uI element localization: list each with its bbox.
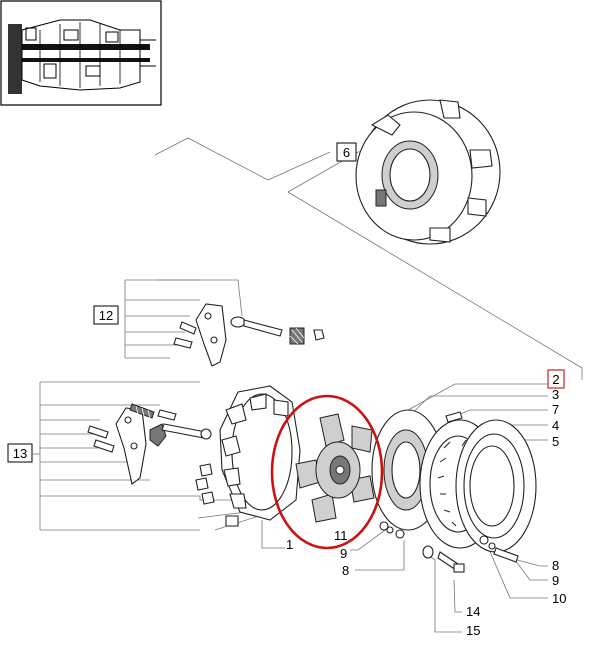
callout-14-text[interactable]: 14 (466, 604, 480, 619)
callout-5-text[interactable]: 5 (552, 434, 559, 449)
callout-8b-text[interactable]: 8 (552, 558, 559, 573)
small-hardware (379, 411, 519, 573)
callout-9a-text[interactable]: 9 (340, 546, 347, 561)
callout-3-text[interactable]: 3 (552, 387, 559, 402)
callout-12[interactable]: 12 (93, 305, 119, 325)
callout-10-text[interactable]: 10 (552, 591, 566, 606)
callout-8a-text[interactable]: 8 (342, 563, 349, 578)
callout-13-text: 13 (13, 446, 27, 461)
callout-2-text: 2 (552, 372, 559, 387)
callout-6[interactable]: 6 (336, 142, 357, 162)
highlight-ellipse (270, 394, 384, 550)
part-11-hub-disc (295, 413, 375, 523)
part-1-clutch-cover (195, 385, 301, 527)
leader-lines (39, 137, 583, 633)
locator-thumbnail (0, 0, 162, 106)
callout-9b-text[interactable]: 9 (552, 573, 559, 588)
callout-6-text: 6 (343, 145, 350, 160)
part-12-lever-group (173, 303, 325, 367)
callout-11-text[interactable]: 11 (334, 528, 348, 543)
part-6-housing (355, 99, 501, 245)
callout-12-text: 12 (99, 308, 113, 323)
callout-15-text[interactable]: 15 (466, 623, 480, 638)
callout-4-text[interactable]: 4 (552, 418, 559, 433)
callout-7-text[interactable]: 7 (552, 402, 559, 417)
callout-13[interactable]: 13 (7, 443, 40, 463)
part-5-pressure-plate (455, 419, 537, 553)
callout-1-text[interactable]: 1 (286, 537, 293, 552)
callout-2[interactable]: 2 (547, 369, 565, 389)
part-13-lever-group (87, 403, 212, 485)
